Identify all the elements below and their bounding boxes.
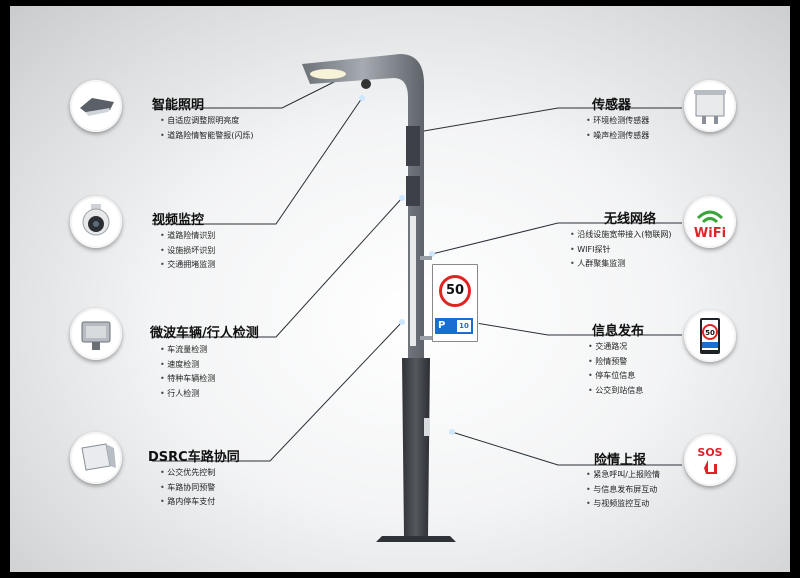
dsrc-items: 公交优先控制 车路协同预警 路内停车支付 (160, 466, 215, 510)
sos-text: SOS (697, 446, 722, 459)
dsrc-title: DSRC车路协同 (148, 450, 240, 465)
list-item: WIFI探针 (570, 243, 672, 258)
list-item: 紧急呼叫/上报险情 (586, 468, 660, 483)
wifi-text: WiFi (694, 226, 726, 241)
list-item: 公交优先控制 (160, 466, 215, 481)
smart-pole (302, 54, 456, 542)
list-item: 设施损坏识别 (160, 244, 215, 259)
lighting-title: 智能照明 (152, 98, 205, 113)
list-item: 人群聚集监测 (570, 257, 672, 272)
smart-pole-diagram: 50 P 10 智能照明 自适应调整照明亮度 道路险情智能警报(闪烁) 视频监控… (10, 6, 790, 572)
list-item: 交通拥堵监测 (160, 258, 215, 273)
list-item: 与信息发布屏互动 (586, 483, 660, 498)
list-item: 自适应调整照明亮度 (160, 114, 254, 129)
camera-icon (70, 196, 122, 248)
parking-spaces: 10 (457, 320, 471, 332)
sensor-items: 环境检测传感器 噪声检测传感器 (586, 114, 649, 143)
pole-panel-upper (406, 126, 420, 166)
radar-title: 微波车辆/行人检测 (150, 326, 259, 341)
list-item: 险情预警 (588, 355, 643, 370)
list-item: 交通路况 (588, 340, 643, 355)
list-item: 环境检测传感器 (586, 114, 649, 129)
pole-footing (376, 536, 456, 542)
list-item: 道路险情智能警报(闪烁) (160, 129, 253, 144)
alarm-title: 险情上报 (594, 453, 647, 468)
pole-panel-mid (406, 176, 420, 206)
list-item: 行人检测 (160, 387, 215, 402)
info-sign-display: 50 P 10 (432, 264, 478, 342)
list-item: 特种车辆检测 (160, 372, 215, 387)
list-item: 路内停车支付 (160, 495, 215, 510)
parking-sign: P 10 (435, 318, 473, 334)
wifi-icon: WiFi (684, 196, 736, 248)
list-item: 公交到站信息 (588, 384, 643, 399)
info-screen-speed: 50 (705, 329, 715, 337)
pole-light-strip (410, 216, 416, 346)
list-item: 道路险情识别 (160, 229, 215, 244)
list-item: 与视频监控互动 (586, 497, 660, 512)
sensor-title: 传感器 (592, 98, 632, 113)
sensor-box-icon (684, 80, 736, 132)
list-item: 车路协同预警 (160, 481, 215, 496)
wireless-items: 沿线设施宽带接入(物联网) WIFI探针 人群聚集监测 (570, 228, 672, 272)
video-items: 道路险情识别 设施损坏识别 交通拥堵监测 (160, 229, 215, 273)
info-items: 交通路况 险情预警 停车位信息 公交到站信息 (588, 340, 643, 398)
connector-lines (152, 75, 682, 466)
video-title: 视频监控 (152, 213, 205, 228)
parking-letter: P (438, 320, 446, 331)
radar-items: 车流量检测 速度检测 特种车辆检测 行人检测 (160, 343, 215, 401)
sos-button-icon: SOS (684, 434, 736, 486)
list-item: 停车位信息 (588, 369, 643, 384)
list-item: 车流量检测 (160, 343, 215, 358)
list-item: 速度检测 (160, 358, 215, 373)
speed-limit-sign: 50 (439, 275, 471, 307)
wireless-title: 无线网络 (604, 212, 657, 227)
info-title: 信息发布 (592, 324, 645, 339)
streetlight-icon (70, 80, 122, 132)
pole-base (402, 358, 430, 536)
dsrc-unit-icon (70, 432, 122, 484)
radar-sensor-icon (70, 308, 122, 360)
list-item: 沿线设施宽带接入(物联网) (570, 228, 671, 243)
list-item: 噪声检测传感器 (586, 129, 649, 144)
info-screen-icon: 50 (684, 310, 736, 362)
lighting-items: 自适应调整照明亮度 道路险情智能警报(闪烁) (160, 114, 254, 144)
pole-arm (302, 54, 424, 358)
alarm-items: 紧急呼叫/上报险情 与信息发布屏互动 与视频监控互动 (586, 468, 660, 512)
